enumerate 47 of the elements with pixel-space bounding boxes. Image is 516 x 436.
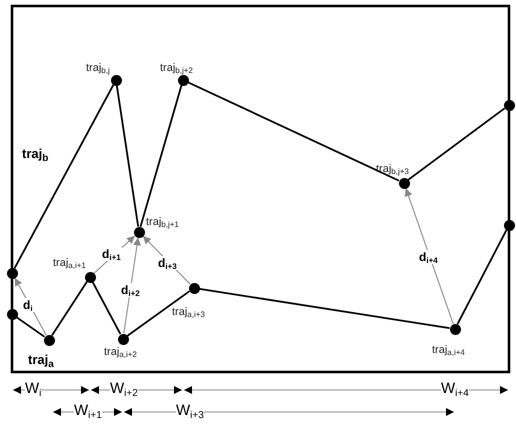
edge-label: d$_{i+3}$ (157, 256, 178, 270)
trajectory-segment (51, 281, 88, 336)
trajectory-segment (408, 108, 506, 180)
trajectory-segment (188, 81, 400, 182)
trajectory-segment (456, 229, 508, 325)
trajectory-name: traj$_{a}$ (28, 352, 54, 367)
point-label: traj$_{b,j}$ (86, 62, 110, 75)
edge-label: d$_{i+1}$ (101, 247, 122, 261)
point-marker (110, 74, 122, 86)
point-marker (504, 220, 514, 230)
point-label: traj$_{a,i+3}$ (172, 306, 205, 319)
point-marker (84, 272, 96, 282)
point-label: traj$_{a,i+2}$ (104, 346, 137, 359)
edge-label: d$_{i+2}$ (120, 283, 141, 297)
point-marker (398, 178, 410, 188)
point-label: traj$_{b,j+2}$ (160, 62, 193, 75)
point-label: traj$_{b,j+1}$ (146, 216, 179, 229)
trajectory-segment (199, 288, 450, 329)
edge-label: d$_{i}$ (22, 298, 34, 312)
distance-arrow (123, 236, 141, 334)
point-marker (504, 100, 514, 110)
point-marker (118, 334, 128, 344)
width-label: W$_{i}$ (25, 380, 42, 397)
width-label: W$_{i+2}$ (110, 380, 138, 397)
point-label: traj$_{a,i+4}$ (432, 344, 465, 357)
trajectory-segment (116, 85, 140, 227)
point-label: traj$_{a,i+1}$ (53, 257, 86, 270)
width-label: W$_{i+4}$ (441, 380, 469, 397)
point-marker (6, 268, 18, 278)
width-label: W$_{i+3}$ (176, 402, 204, 419)
point-marker (178, 74, 188, 86)
distance-arrow (142, 235, 191, 285)
point-marker (134, 226, 144, 238)
point-label: traj$_{b,j+3}$ (376, 163, 409, 176)
edge-label: d$_{i+4}$ (418, 250, 439, 264)
trajectory-segment (92, 281, 122, 335)
trajectory-name: traj$_{b}$ (22, 146, 48, 161)
trajectory-segment (16, 316, 46, 338)
point-marker (6, 308, 18, 320)
point-marker (44, 334, 54, 346)
distance-arrow (404, 188, 454, 324)
trajectory-segment (14, 84, 114, 269)
trajectory-segment (126, 290, 190, 337)
width-label: W$_{i+1}$ (74, 402, 102, 419)
point-marker (450, 324, 460, 334)
point-marker (188, 282, 200, 294)
trajectory-segment (140, 85, 182, 227)
